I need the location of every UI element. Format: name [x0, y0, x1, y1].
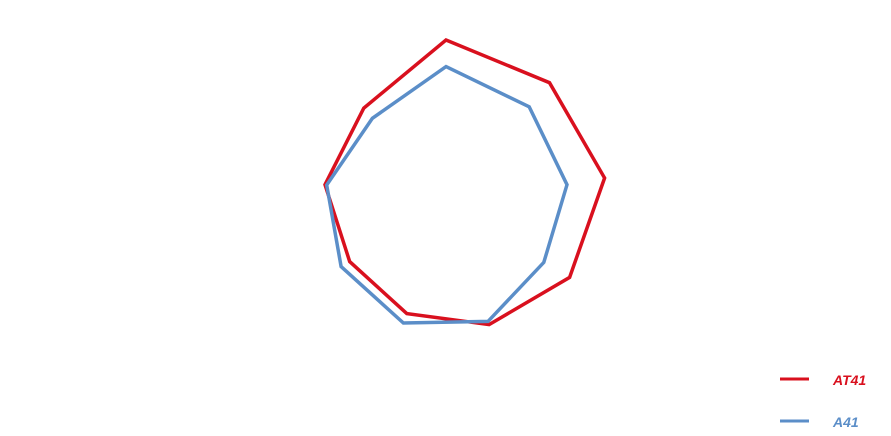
legend-item-a41: A41: [780, 414, 859, 430]
legend-item-at41: AT41: [780, 372, 866, 388]
legend: AT41 A41: [780, 372, 866, 430]
series-layer: [323, 37, 607, 327]
legend-label-at41: AT41: [832, 372, 866, 388]
legend-label-a41: A41: [832, 414, 859, 430]
series-line-at41: [323, 37, 607, 327]
series-line-a41: [324, 64, 569, 325]
